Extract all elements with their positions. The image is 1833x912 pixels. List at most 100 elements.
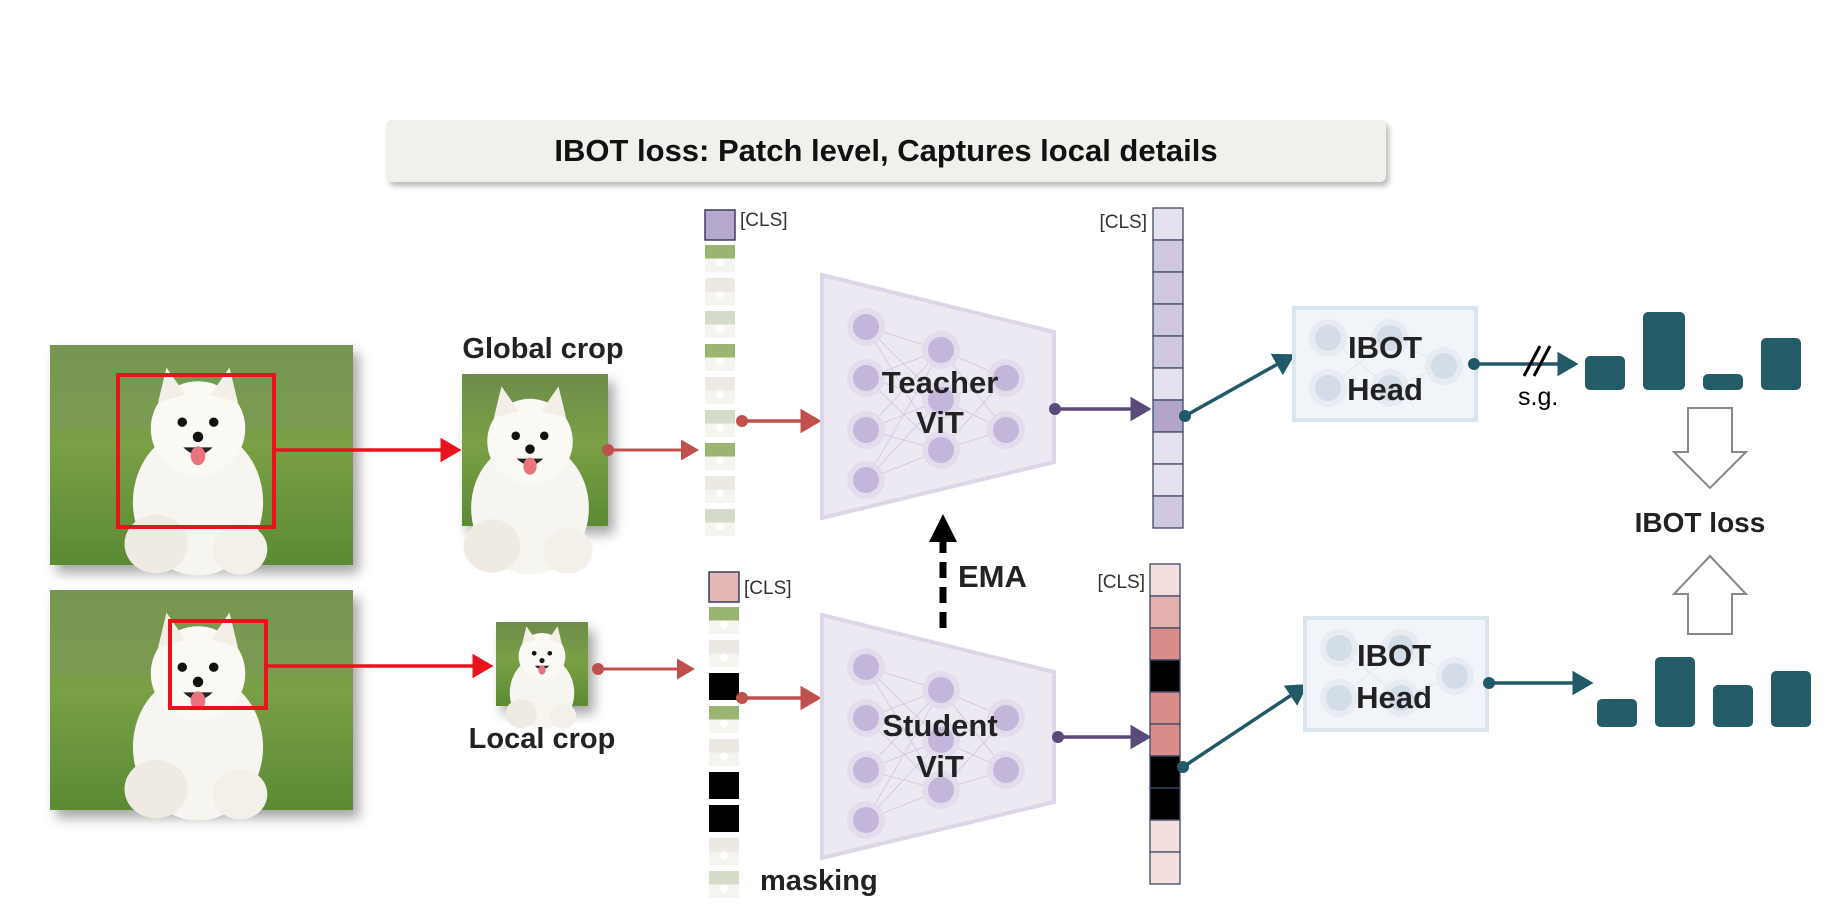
distribution-bar	[1643, 312, 1685, 390]
teacher-vit-line1: Teacher	[882, 365, 999, 400]
output-token	[1152, 271, 1184, 305]
neuron	[1315, 325, 1341, 351]
output-token	[1149, 851, 1181, 885]
distribution-bar	[1771, 671, 1811, 727]
stop-gradient-label: s.g.	[1518, 383, 1558, 411]
neuron	[853, 757, 879, 783]
neuron	[853, 654, 879, 680]
teacher-vit	[820, 272, 1056, 521]
neural-network-icon	[1320, 629, 1474, 717]
neuron	[928, 777, 954, 803]
student-vit-line2: ViT	[916, 749, 964, 784]
distribution-bar	[1713, 685, 1753, 727]
neuron	[853, 467, 879, 493]
neuron	[993, 417, 1019, 443]
output-token	[1152, 367, 1184, 401]
neuron	[853, 365, 879, 391]
neuron	[993, 705, 1019, 731]
student-head-line1: IBOT	[1357, 638, 1431, 673]
output-token	[1152, 335, 1184, 369]
masked-patch	[709, 673, 739, 700]
teacher-patch-sequence	[704, 209, 736, 536]
neuron	[928, 677, 954, 703]
cls-token	[704, 209, 736, 241]
neuron	[928, 437, 954, 463]
output-token	[1152, 399, 1184, 433]
local-crop-image	[496, 622, 588, 730]
teacher-output-cls-label: [CLS]	[1099, 212, 1147, 233]
student-vit	[820, 612, 1056, 861]
distribution-bar	[1585, 356, 1625, 390]
student-distribution	[1597, 657, 1811, 727]
neuron	[1326, 635, 1352, 661]
teacher-to-head-arrow	[1184, 353, 1296, 418]
neuron	[853, 705, 879, 731]
neuron	[1377, 325, 1403, 351]
student-cls-label: [CLS]	[744, 578, 792, 599]
output-token	[1149, 563, 1181, 597]
output-token	[1149, 627, 1181, 661]
masked-patch	[709, 772, 739, 799]
teacher-distribution	[1585, 312, 1801, 390]
distribution-bar	[1761, 338, 1801, 390]
student-head-line2: Head	[1356, 680, 1432, 715]
global-crop-label: Global crop	[462, 333, 623, 365]
student-ibot-head	[1303, 616, 1489, 732]
distribution-bar	[1597, 699, 1637, 727]
neuron	[1388, 635, 1414, 661]
output-token	[1152, 495, 1184, 529]
student-output-tokens	[1149, 563, 1181, 885]
neural-network-icon	[847, 308, 1025, 499]
neuron	[928, 337, 954, 363]
student-vit-line1: Student	[882, 708, 997, 743]
neuron	[1388, 685, 1414, 711]
masking-label: masking	[760, 865, 878, 897]
output-token	[1149, 691, 1181, 725]
distribution-bar	[1703, 374, 1743, 390]
ema-label: EMA	[958, 559, 1027, 594]
output-token	[1152, 431, 1184, 465]
output-token	[1149, 819, 1181, 853]
masked-patch	[709, 805, 739, 832]
source-image-global	[50, 345, 353, 576]
student-output-cls-label: [CLS]	[1097, 572, 1145, 593]
neuron	[1315, 375, 1341, 401]
cls-token	[708, 571, 740, 603]
neuron	[853, 807, 879, 833]
local-crop-label: Local crop	[469, 723, 616, 755]
neuron	[1377, 375, 1403, 401]
up-hollow-arrow	[1671, 554, 1749, 635]
neuron	[1326, 685, 1352, 711]
output-token	[1149, 595, 1181, 629]
neural-network-icon	[1309, 319, 1463, 407]
global-crop-image	[462, 374, 608, 575]
neuron	[1431, 353, 1457, 379]
teacher-head-line1: IBOT	[1348, 330, 1422, 365]
teacher-cls-label: [CLS]	[740, 210, 788, 231]
banner-title: IBOT loss: Patch level, Captures local d…	[554, 133, 1218, 168]
neuron	[853, 314, 879, 340]
output-token	[1149, 787, 1181, 821]
neuron	[928, 387, 954, 413]
teacher-head-line2: Head	[1347, 372, 1423, 407]
neuron	[853, 417, 879, 443]
output-token	[1152, 239, 1184, 273]
stop-gradient-icon	[1522, 345, 1552, 377]
title-banner: IBOT loss: Patch level, Captures local d…	[386, 120, 1386, 182]
output-token	[1149, 723, 1181, 757]
neuron	[993, 757, 1019, 783]
output-token	[1152, 303, 1184, 337]
output-token	[1149, 755, 1181, 789]
ibot-loss-label: IBOT loss	[1635, 507, 1766, 538]
neural-network-icon	[847, 648, 1025, 839]
teacher-ibot-head	[1292, 306, 1478, 422]
output-token	[1152, 207, 1184, 241]
student-to-head-arrow	[1182, 684, 1308, 769]
neuron	[1442, 663, 1468, 689]
teacher-output-tokens	[1152, 207, 1184, 529]
output-token	[1149, 659, 1181, 693]
down-hollow-arrow	[1671, 407, 1749, 490]
neuron	[928, 727, 954, 753]
distribution-bar	[1655, 657, 1695, 727]
output-token	[1152, 463, 1184, 497]
